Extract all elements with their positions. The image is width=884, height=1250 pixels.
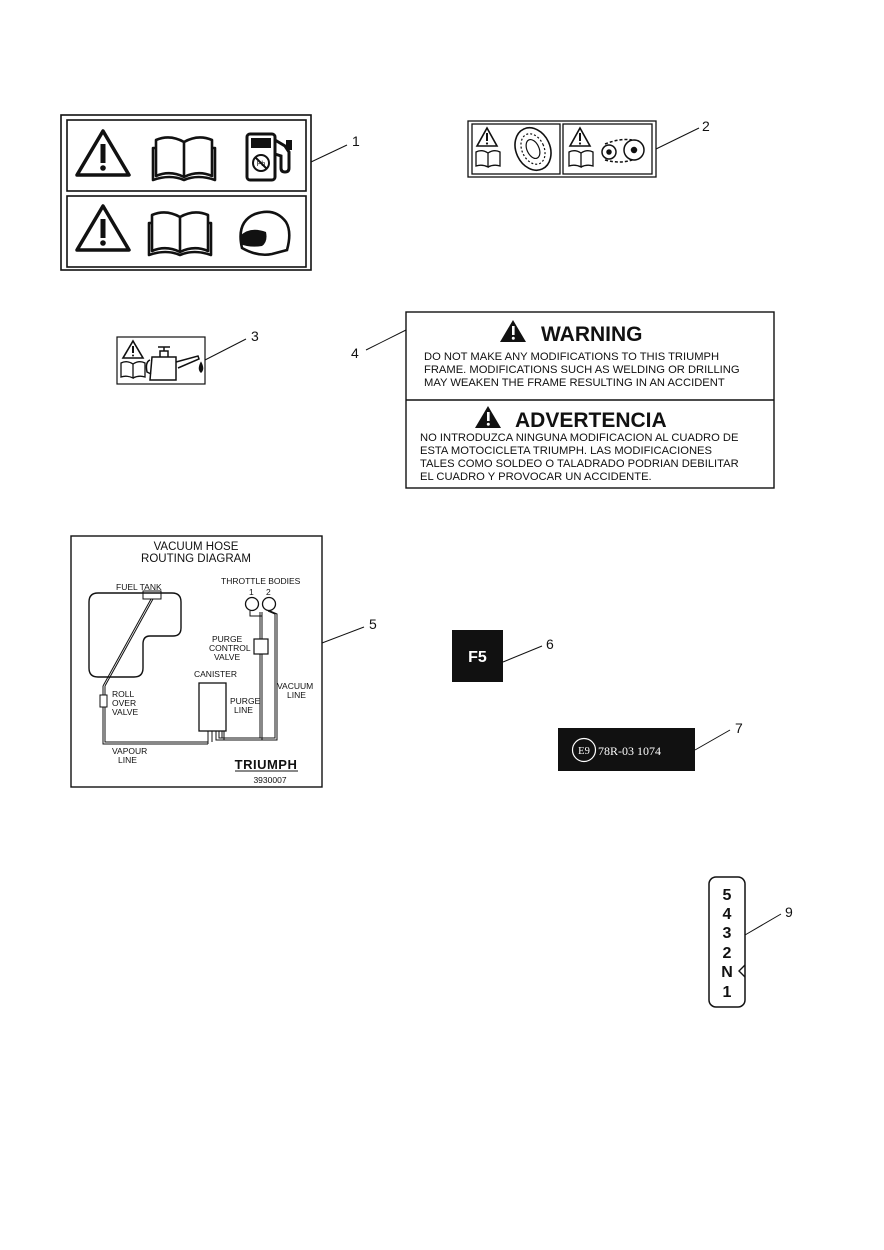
advertencia-line: ESTA MOTOCICLETA TRIUMPH. LAS MODIFICACI… xyxy=(420,445,712,457)
callout-9: 9 xyxy=(785,904,793,920)
fuse-label-text: F5 xyxy=(468,649,487,666)
callout-7: 7 xyxy=(735,720,743,736)
decal-7-homologation-label: E9 78R-03 1074 7 xyxy=(558,720,743,771)
owners-manual-book-icon xyxy=(151,136,217,182)
svg-text:Pb: Pb xyxy=(257,161,266,168)
gear-indicator-5: 5 xyxy=(723,887,732,904)
owners-manual-book-icon xyxy=(120,361,146,380)
purge-control-valve xyxy=(253,638,269,655)
neutral-arrow-icon xyxy=(738,964,746,978)
throttle-body-1 xyxy=(244,596,260,612)
warning-triangle-icon xyxy=(75,204,131,252)
decal-6-fuse-label: F5 6 xyxy=(452,630,554,682)
warning-line: DO NOT MAKE ANY MODIFICATIONS TO THIS TR… xyxy=(424,351,719,363)
decal-9-gear-indicator: 5 4 3 2 N 1 9 xyxy=(708,876,793,1008)
callout-5: 5 xyxy=(369,616,377,632)
vacuum-title-line-1: VACUUM HOSE xyxy=(154,541,239,553)
advertencia-line: TALES COMO SOLDEO O TALADRADO PODRIAN DE… xyxy=(420,458,739,470)
owners-manual-book-icon xyxy=(568,150,594,169)
decal-1-warning-pictograms: Pb 1 xyxy=(60,114,360,271)
decal-4-frame-warning: WARNING DO NOT MAKE ANY MODIFICATIONS TO… xyxy=(351,311,775,489)
canister-label: CANISTER xyxy=(194,669,237,679)
vapour-line-label: LINE xyxy=(118,755,137,765)
tyre-icon xyxy=(514,127,552,171)
callout-6: 6 xyxy=(546,636,554,652)
helmet-icon xyxy=(239,210,291,257)
vacuum-line-label: VACUUM xyxy=(277,681,313,691)
owners-manual-book-icon xyxy=(475,150,501,169)
throttle-body-2 xyxy=(261,596,277,612)
purge-line-label: PURGE xyxy=(230,696,261,706)
roll-over-valve-label: VALVE xyxy=(112,707,138,717)
homologation-e-mark: E9 xyxy=(578,746,590,757)
roll-over-valve-label: ROLL xyxy=(112,689,134,699)
throttle-bodies-label: THROTTLE BODIES xyxy=(221,576,301,586)
gear-indicator-1: 1 xyxy=(723,984,732,1001)
warning-triangle-icon xyxy=(475,406,501,428)
callout-3: 3 xyxy=(251,328,259,344)
purge-control-valve-label: PURGE xyxy=(212,634,243,644)
advertencia-title: ADVERTENCIA xyxy=(515,409,667,432)
gear-indicator-3: 3 xyxy=(723,925,732,942)
decal-3-engine-oil: 3 xyxy=(116,328,259,385)
warning-title: WARNING xyxy=(541,323,643,346)
drive-chain-icon xyxy=(601,138,645,163)
homologation-code: 78R-03 1074 xyxy=(598,744,661,758)
part-number: 3930007 xyxy=(253,775,286,785)
roll-over-valve-label: OVER xyxy=(112,698,136,708)
advertencia-line: NO INTRODUZCA NINGUNA MODIFICACION AL CU… xyxy=(420,432,738,444)
gear-indicator-neutral: N xyxy=(721,964,733,981)
advertencia-line: EL CUADRO Y PROVOCAR UN ACCIDENTE. xyxy=(420,471,652,483)
fuel-tank-label: FUEL TANK xyxy=(116,582,162,592)
callout-4: 4 xyxy=(351,345,359,361)
purge-control-valve-label: VALVE xyxy=(214,652,240,662)
purge-control-valve-label: CONTROL xyxy=(209,643,251,653)
callout-2: 2 xyxy=(702,118,710,134)
warning-line: MAY WEAKEN THE FRAME RESULTING IN AN ACC… xyxy=(424,377,725,389)
warning-triangle-icon xyxy=(75,129,131,177)
throttle-body-1-label: 1 xyxy=(249,587,254,597)
warning-triangle-icon xyxy=(568,126,592,147)
oil-can-icon xyxy=(145,346,204,381)
gear-indicator-4: 4 xyxy=(723,906,732,923)
decal-5-vacuum-hose-routing: VACUUM HOSE ROUTING DIAGRAM FUEL TANK TH… xyxy=(70,535,377,788)
throttle-body-2-label: 2 xyxy=(266,587,271,597)
warning-triangle-icon xyxy=(121,339,145,359)
purge-line-label: LINE xyxy=(234,705,253,715)
fuel-tank-shape xyxy=(88,592,182,678)
warning-triangle-icon xyxy=(475,126,499,147)
warning-line: FRAME. MODIFICATIONS SUCH AS WELDING OR … xyxy=(424,364,740,376)
canister xyxy=(198,682,227,732)
triumph-logo: TRIUMPH xyxy=(235,757,298,772)
vapour-line-label: VAPOUR xyxy=(112,746,147,756)
gear-indicator-2: 2 xyxy=(723,945,732,962)
vacuum-title-line-2: ROUTING DIAGRAM xyxy=(141,553,251,565)
warning-triangle-icon xyxy=(500,320,526,342)
vacuum-line-label: LINE xyxy=(287,690,306,700)
unleaded-fuel-pump-icon: Pb xyxy=(245,132,292,182)
decal-2-tyre-chain: 2 xyxy=(467,118,710,178)
callout-1: 1 xyxy=(352,133,360,149)
owners-manual-book-icon xyxy=(147,211,213,257)
